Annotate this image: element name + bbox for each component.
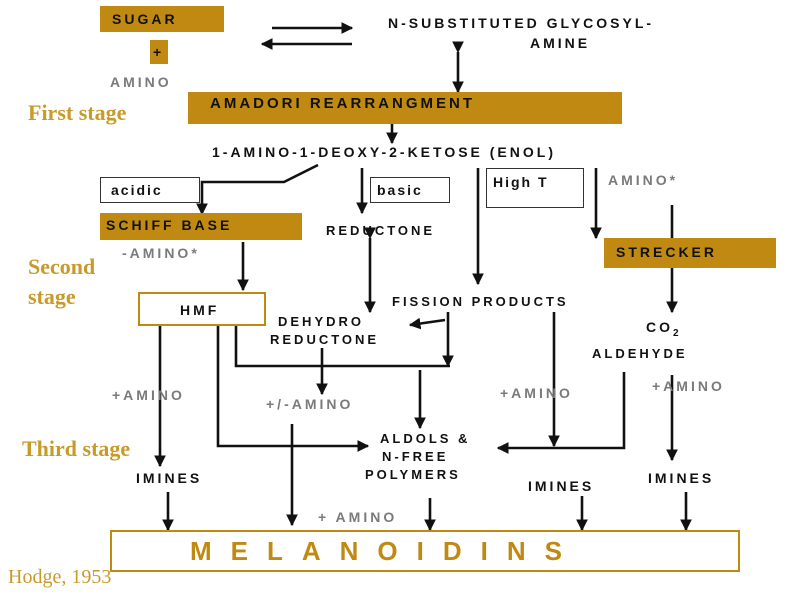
arrow-hmf-aldols <box>216 325 370 452</box>
plus-amino-1: +AMINO <box>112 387 185 403</box>
strecker-box: STRECKER <box>604 238 776 268</box>
acidic-box: acidic <box>100 177 200 203</box>
ketose-label: 1-AMINO-1-DEOXY-2-KETOSE (ENOL) <box>212 144 556 160</box>
arrow-fission-dehydro <box>408 317 446 330</box>
basic-box: basic <box>370 177 450 203</box>
plus-box: + <box>150 40 168 64</box>
plus-amino-2: +AMINO <box>500 385 573 401</box>
reductone-label: REDUCTONE <box>326 223 436 238</box>
arrow-ketose-schiff <box>196 163 319 216</box>
plus-amino-3: +AMINO <box>652 378 725 394</box>
hmf-box: HMF <box>138 292 266 326</box>
imines-middle: IMINES <box>528 478 595 494</box>
co2-label: CO2 <box>646 319 679 339</box>
schiff-base-box: SCHIFF BASE <box>100 213 302 240</box>
co2-text: CO <box>646 319 673 335</box>
imines-left: IMINES <box>136 470 203 486</box>
amino-star-left: -AMINO* <box>122 245 200 261</box>
amino-star-right: AMINO* <box>608 172 679 188</box>
co2-subscript: 2 <box>673 328 679 339</box>
glycosylamine-line1: N-SUBSTITUTED GLYCOSYL- <box>388 15 655 31</box>
citation-label: Hodge, 1953 <box>8 566 112 588</box>
arrow-hmf-aldols-mid <box>234 325 450 368</box>
aldols-line1: ALDOLS & <box>380 431 471 446</box>
plus-minus-amino: +/-AMINO <box>266 396 354 412</box>
dehydro-line1: DEHYDRO <box>278 314 365 329</box>
aldols-line2: N-FREE <box>382 449 449 464</box>
glycosylamine-line2: AMINE <box>530 35 591 51</box>
amino-label: AMINO <box>110 74 172 90</box>
second-stage-label-line1: Second <box>28 254 96 279</box>
arrow-aldehyde-aldols <box>496 372 626 454</box>
plus-amino-4: + AMINO <box>318 509 398 525</box>
melanoidins-box: MELANOIDINS <box>110 530 740 572</box>
aldehyde-label: ALDEHYDE <box>592 346 688 361</box>
aldols-line3: POLYMERS <box>365 467 461 482</box>
sugar-box: SUGAR <box>100 6 224 32</box>
high-t-box: High T <box>486 168 584 208</box>
first-stage-label: First stage <box>28 100 127 125</box>
third-stage-label: Third stage <box>22 436 131 461</box>
amadori-box: AMADORI REARRANGMENT <box>188 92 622 124</box>
fission-products-label: FISSION PRODUCTS <box>392 294 569 309</box>
second-stage-label-line2: stage <box>28 284 76 309</box>
imines-right: IMINES <box>648 470 715 486</box>
dehydro-line2: REDUCTONE <box>270 332 380 347</box>
